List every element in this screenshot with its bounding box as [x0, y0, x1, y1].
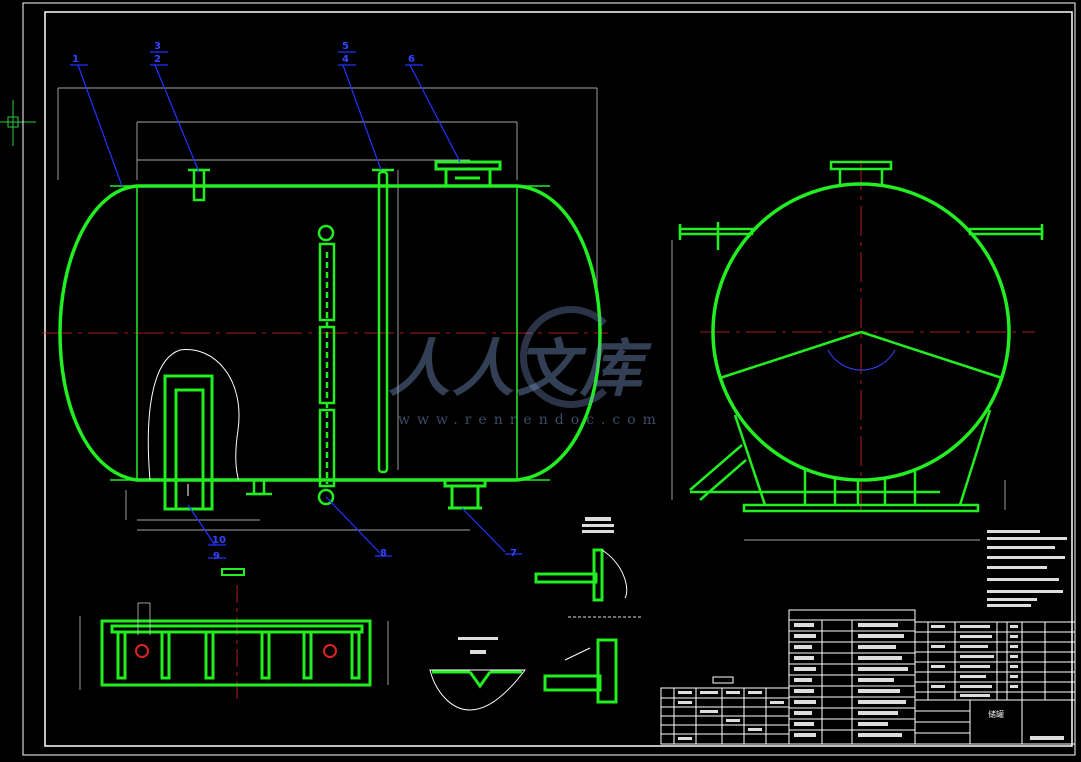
level-gauge — [317, 224, 336, 506]
part-labels: 1 3 2 5 4 6 8 7 10 9 — [72, 41, 517, 562]
design-data-table — [788, 609, 916, 745]
title-block-label: 储罐 — [988, 709, 1004, 719]
inner-pipe — [372, 168, 394, 474]
part-label-10: 10 — [212, 535, 226, 546]
parts-list-text — [931, 625, 1018, 697]
part-label-2: 2 — [154, 54, 161, 65]
title-block — [914, 699, 1076, 745]
saddle-support-left — [147, 349, 240, 511]
part-label-4: 4 — [342, 54, 349, 65]
part-label-7: 7 — [510, 548, 517, 559]
part-label-8: 8 — [380, 548, 387, 559]
part-label-6: 6 — [408, 54, 415, 65]
part-label-3: 3 — [154, 41, 161, 52]
drawing-frame — [22, 2, 1076, 756]
saddle-support-right — [443, 478, 487, 510]
nozzle-left — [188, 168, 210, 202]
revision-table — [660, 676, 790, 745]
notes-block — [987, 530, 1067, 607]
revision-table-text — [678, 691, 784, 740]
part-label-1: 1 — [72, 54, 79, 65]
weld-details — [429, 517, 642, 711]
crosshair-cursor-icon — [0, 100, 36, 146]
tank-front-view — [42, 51, 608, 559]
tank-shell-side — [711, 182, 1011, 482]
part-label-9: 9 — [213, 551, 220, 562]
parts-list-table — [914, 621, 1076, 701]
part-label-5: 5 — [342, 41, 349, 52]
manhole-top — [434, 160, 502, 186]
design-data-text — [794, 623, 908, 737]
leader-lines — [70, 51, 522, 559]
bottom-nozzle — [246, 478, 272, 496]
support-plan-view — [79, 568, 389, 700]
tank-side-view — [671, 160, 1044, 541]
